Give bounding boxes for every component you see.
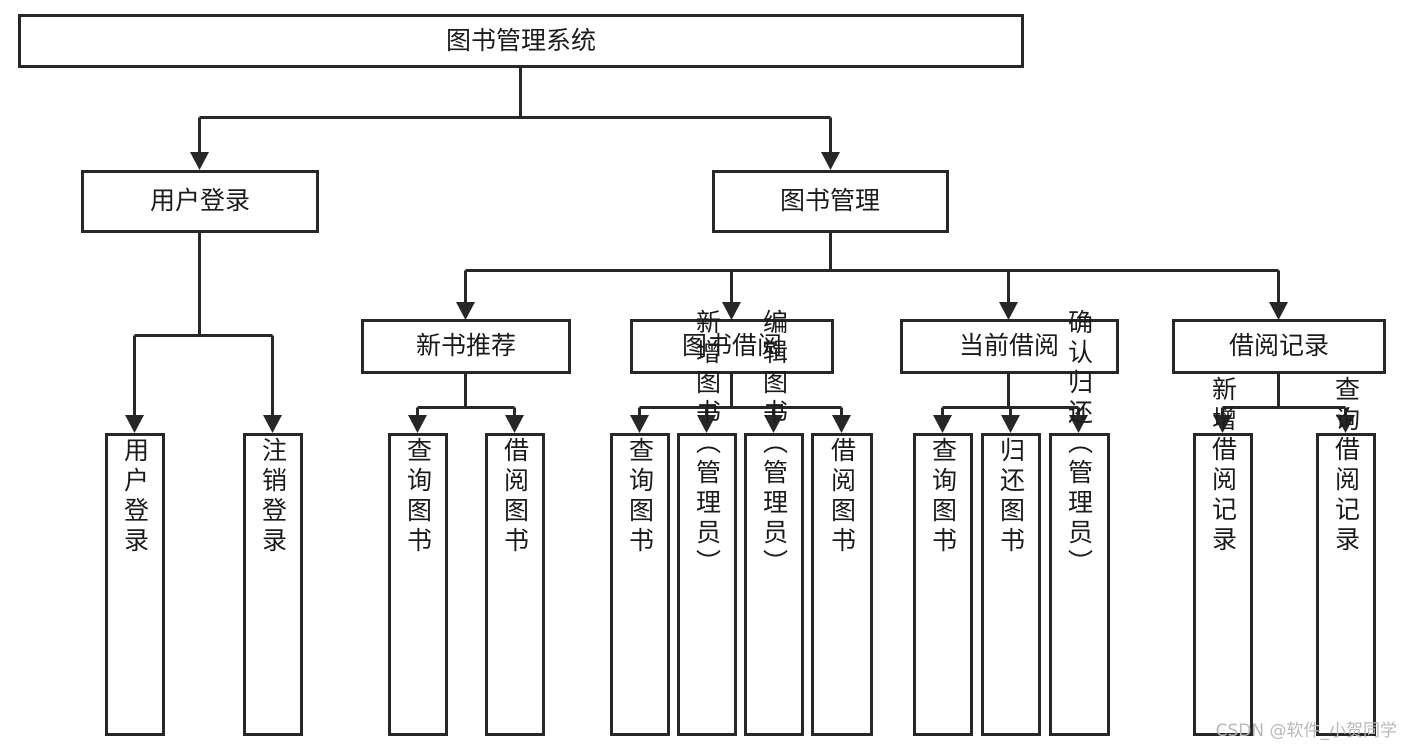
node-user-login-box[interactable] [81,170,319,233]
arrow-current-leaf-1 [933,415,952,433]
arrow-borrow-leaf-4 [832,415,851,433]
node-root-label: 图书管理系统 [446,26,596,55]
node-book-manage-box[interactable] [712,170,949,233]
leaf-borrow-3-box[interactable] [744,433,804,736]
node-root[interactable]: 图书管理系统 [18,14,1024,68]
arrow-current-leaf-3 [1069,415,1088,433]
node-borrow-label: 图书借阅 [682,331,782,360]
leaf-record-2[interactable]: 查询借阅记录 [1316,376,1376,736]
node-book-manage[interactable]: 图书管理 [712,170,949,233]
leaf-user-login-1-box[interactable] [105,433,165,736]
node-new-book-box[interactable] [361,319,571,374]
leaf-user-login-1[interactable]: 用户登录 [105,433,165,736]
node-root-box[interactable] [18,14,1024,68]
leaf-current-1-label: 查询图书 [929,437,958,557]
leaf-new-book-2-label: 借阅图书 [501,437,530,557]
connector-layer [125,67,1355,433]
leaf-current-3-box[interactable] [1049,433,1110,736]
leaf-record-2-label: 查询借阅记录 [1332,376,1361,556]
leaf-borrow-2[interactable]: 新增图书（管理员） [677,309,737,736]
node-new-book[interactable]: 新书推荐 [361,319,571,374]
node-borrow-record-label: 借阅记录 [1229,331,1329,360]
arrow-new-book-leaf-2 [505,415,524,433]
arrow-to-user-login [190,152,209,170]
leaf-current-2-box[interactable] [981,433,1041,736]
leaf-new-book-1-label: 查询图书 [404,437,433,557]
arrow-to-current [999,302,1018,320]
leaf-borrow-4[interactable]: 借阅图书 [811,433,873,736]
arrow-user-login-leaf-1 [125,415,144,433]
leaf-current-1-box[interactable] [913,433,973,736]
leaf-borrow-3[interactable]: 编辑图书（管理员） [744,309,804,736]
leaf-current-3-label: 确认归还（管理员） [1065,309,1094,579]
arrow-to-book-manage [821,152,840,170]
arrow-to-borrow [722,302,741,320]
leaf-user-login-2-box[interactable] [243,433,303,736]
arrow-user-login-leaf-2 [263,415,282,433]
leaf-borrow-1[interactable]: 查询图书 [610,433,670,736]
leaf-new-book-1-box[interactable] [388,433,448,736]
node-new-book-label: 新书推荐 [416,331,516,360]
leaf-new-book-2[interactable]: 借阅图书 [485,433,545,736]
leaf-borrow-1-box[interactable] [610,433,670,736]
node-borrow-record[interactable]: 借阅记录 [1172,319,1386,374]
arrow-record-leaf-2 [1336,415,1355,433]
node-borrow[interactable]: 图书借阅 [630,319,834,374]
leaf-current-3[interactable]: 确认归还（管理员） [1049,309,1110,736]
leaf-current-2[interactable]: 归还图书 [981,433,1041,736]
leaf-borrow-4-label: 借阅图书 [828,437,857,557]
leaf-record-2-box[interactable] [1316,433,1376,736]
arrow-record-leaf-1 [1213,415,1232,433]
leaf-user-login-1-label: 用户登录 [121,437,150,557]
node-current-borrow-label: 当前借阅 [959,331,1059,360]
arrow-borrow-leaf-2 [697,415,716,433]
leaf-user-login-2[interactable]: 注销登录 [243,433,303,736]
node-borrow-record-box[interactable] [1172,319,1386,374]
leaf-borrow-2-box[interactable] [677,433,737,736]
leaf-record-1-box[interactable] [1193,433,1253,736]
leaf-borrow-3-label: 编辑图书（管理员） [760,309,789,579]
node-current-borrow-box[interactable] [900,319,1119,374]
leaf-record-1-label: 新增借阅记录 [1209,376,1238,556]
node-current-borrow[interactable]: 当前借阅 [900,319,1119,374]
arrow-borrow-leaf-3 [764,415,783,433]
leaf-new-book-1[interactable]: 查询图书 [388,433,448,736]
arrow-to-new-book [456,302,475,320]
leaf-current-2-label: 归还图书 [997,437,1026,557]
leaf-record-1[interactable]: 新增借阅记录 [1193,376,1253,736]
leaf-borrow-4-box[interactable] [811,433,873,736]
leaf-borrow-1-label: 查询图书 [626,437,655,557]
leaf-new-book-2-box[interactable] [485,433,545,736]
arrow-new-book-leaf-1 [408,415,427,433]
leaf-current-1[interactable]: 查询图书 [913,433,973,736]
leaf-user-login-2-label: 注销登录 [259,437,288,557]
arrow-borrow-leaf-1 [630,415,649,433]
node-book-manage-label: 图书管理 [780,186,880,215]
node-user-login-label: 用户登录 [150,186,250,215]
arrow-current-leaf-2 [1001,415,1020,433]
leaf-borrow-2-label: 新增图书（管理员） [693,309,722,579]
arrow-to-record [1269,302,1288,320]
node-borrow-box[interactable] [630,319,834,374]
node-user-login[interactable]: 用户登录 [81,170,319,233]
